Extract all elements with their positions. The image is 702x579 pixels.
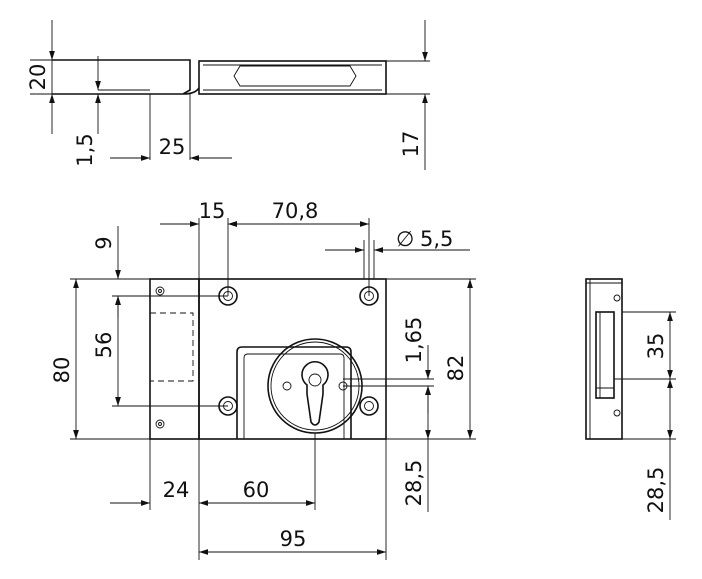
dimension-24: 24: [110, 478, 230, 506]
top-view: [51, 59, 430, 160]
dimension-35: 35: [644, 312, 673, 379]
dimension-20: 20: [26, 20, 55, 134]
dim-text-20: 20: [26, 64, 50, 91]
side-view: [585, 278, 676, 440]
dim-text-1-5: 1,5: [73, 133, 97, 166]
dim-text-5-5: 5,5: [420, 227, 453, 251]
dimension-28-5-front: 28,5: [402, 386, 431, 512]
dimension-1-5: 1,5: [73, 56, 150, 167]
inner-housing: [236, 346, 352, 439]
side-bolt: [595, 311, 615, 399]
dim-text-60: 60: [243, 478, 270, 502]
mounting-hole-br: [359, 396, 379, 416]
dim-text-9: 9: [92, 236, 116, 249]
dim-text-1-65: 1,65: [402, 317, 426, 364]
dim-text-28-5-side: 28,5: [644, 467, 668, 514]
top-view-flange: [52, 59, 200, 95]
dim-text-17: 17: [399, 131, 423, 158]
dimension-15: 15: [160, 199, 250, 227]
lock-body: [198, 278, 387, 440]
dim-text-35: 35: [644, 333, 668, 360]
dimension-diameter-5-5: ∅ 5,5: [325, 227, 470, 253]
dim-text-15: 15: [199, 199, 226, 223]
keyhole-profile: [301, 360, 329, 426]
top-view-body: [198, 60, 387, 95]
dimension-25: 25: [110, 135, 232, 161]
dimension-82: 82: [444, 279, 473, 439]
dimension-60: 60: [199, 478, 315, 506]
dimension-80: 80: [50, 279, 79, 439]
dimension-28-5-side: 28,5: [644, 379, 673, 520]
dim-text-24: 24: [163, 478, 190, 502]
dimension-1-65: 1,65: [402, 317, 431, 414]
dim-text-56: 56: [92, 332, 116, 359]
dim-text-80: 80: [50, 357, 74, 384]
dim-text-70-8: 70,8: [272, 199, 319, 223]
dimension-17: 17: [399, 20, 428, 170]
dimension-9: 9: [92, 226, 121, 318]
dim-text-28-5-front: 28,5: [402, 460, 426, 507]
flange-hidden-slot: [150, 312, 194, 382]
mounting-flange: [149, 278, 200, 440]
side-body: [585, 278, 623, 440]
front-view: [70, 218, 476, 560]
dimension-70-8: 70,8: [228, 199, 369, 227]
dimension-56: 56: [92, 296, 121, 406]
dim-diameter-symbol: ∅: [396, 227, 414, 251]
dimension-95: 95: [199, 527, 386, 555]
dim-text-82: 82: [444, 355, 468, 382]
dim-text-25: 25: [159, 135, 186, 159]
dim-text-95: 95: [280, 527, 307, 551]
